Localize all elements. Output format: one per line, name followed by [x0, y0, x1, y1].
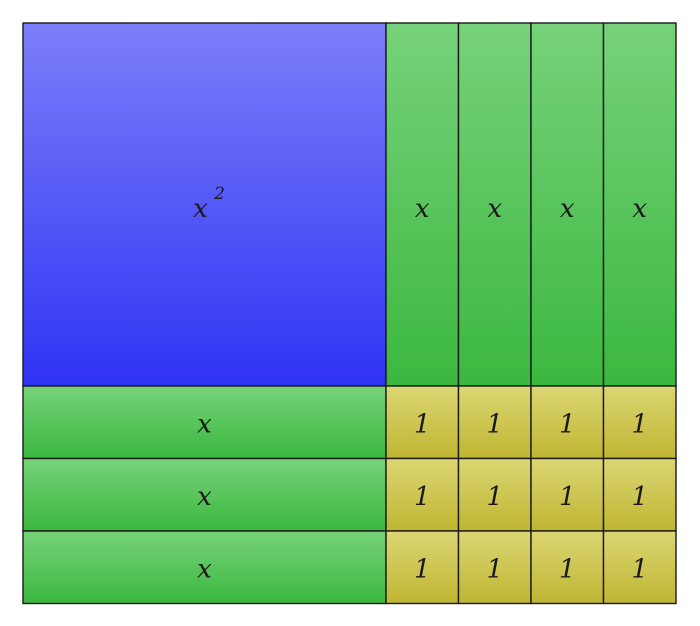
unit-tile-rect	[602, 530, 677, 605]
x-tile-horizontal: x	[22, 457, 387, 532]
x-tile-horizontal-label: x	[197, 409, 212, 439]
x-tile-vertical: x	[457, 22, 532, 387]
unit-tile-label: 1	[559, 554, 576, 584]
x-tile-vertical: x	[385, 22, 460, 387]
unit-tile: 1	[530, 530, 605, 605]
x-tile-horizontal-label: x	[197, 482, 212, 512]
unit-tile: 1	[385, 385, 460, 460]
unit-tile-label: 1	[414, 482, 431, 512]
x-tile-vertical-label: x	[415, 194, 430, 224]
x-tile-vertical-rect	[602, 22, 677, 387]
unit-tile: 1	[385, 457, 460, 532]
unit-tile-label: 1	[631, 409, 648, 439]
x-tile-vertical-rect	[385, 22, 460, 387]
x-tile-horizontal: x	[22, 530, 387, 605]
unit-tile-rect	[385, 530, 460, 605]
unit-tile-rect	[457, 457, 532, 532]
unit-tile-label: 1	[414, 554, 431, 584]
x-tile-vertical: x	[602, 22, 677, 387]
x-tile-vertical-label: x	[487, 194, 502, 224]
x-tile-vertical-rect	[457, 22, 532, 387]
unit-tile-label: 1	[486, 409, 503, 439]
unit-tile-rect	[457, 385, 532, 460]
x-squared-tile-rect	[22, 22, 387, 387]
x-tile-horizontal: x	[22, 385, 387, 460]
x-squared-tile-label: x	[193, 194, 208, 224]
unit-tile-rect	[602, 385, 677, 460]
unit-tile: 1	[530, 385, 605, 460]
unit-tile: 1	[457, 457, 532, 532]
unit-tile: 1	[385, 530, 460, 605]
unit-tile-label: 1	[559, 409, 576, 439]
unit-tile: 1	[602, 457, 677, 532]
x-tile-vertical-label: x	[632, 194, 647, 224]
unit-tile-label: 1	[486, 482, 503, 512]
x-tile-vertical: x	[530, 22, 605, 387]
x-tile-vertical-rect	[530, 22, 605, 387]
unit-tile: 1	[457, 385, 532, 460]
unit-tile: 1	[602, 530, 677, 605]
x-squared-tile-exponent: 2	[213, 184, 225, 204]
unit-tile: 1	[602, 385, 677, 460]
unit-tile-label: 1	[486, 554, 503, 584]
unit-tile-label: 1	[414, 409, 431, 439]
unit-tile-label: 1	[631, 482, 648, 512]
x-tile-horizontal-label: x	[197, 554, 212, 584]
unit-tile-label: 1	[559, 482, 576, 512]
unit-tile-rect	[602, 457, 677, 532]
x-tile-horizontal-rect	[22, 385, 387, 460]
unit-tile-label: 1	[631, 554, 648, 584]
unit-tile: 1	[457, 530, 532, 605]
unit-tile-rect	[530, 530, 605, 605]
x-tile-vertical-label: x	[560, 194, 575, 224]
unit-tile-rect	[457, 530, 532, 605]
unit-tile: 1	[530, 457, 605, 532]
x-tile-horizontal-rect	[22, 530, 387, 605]
